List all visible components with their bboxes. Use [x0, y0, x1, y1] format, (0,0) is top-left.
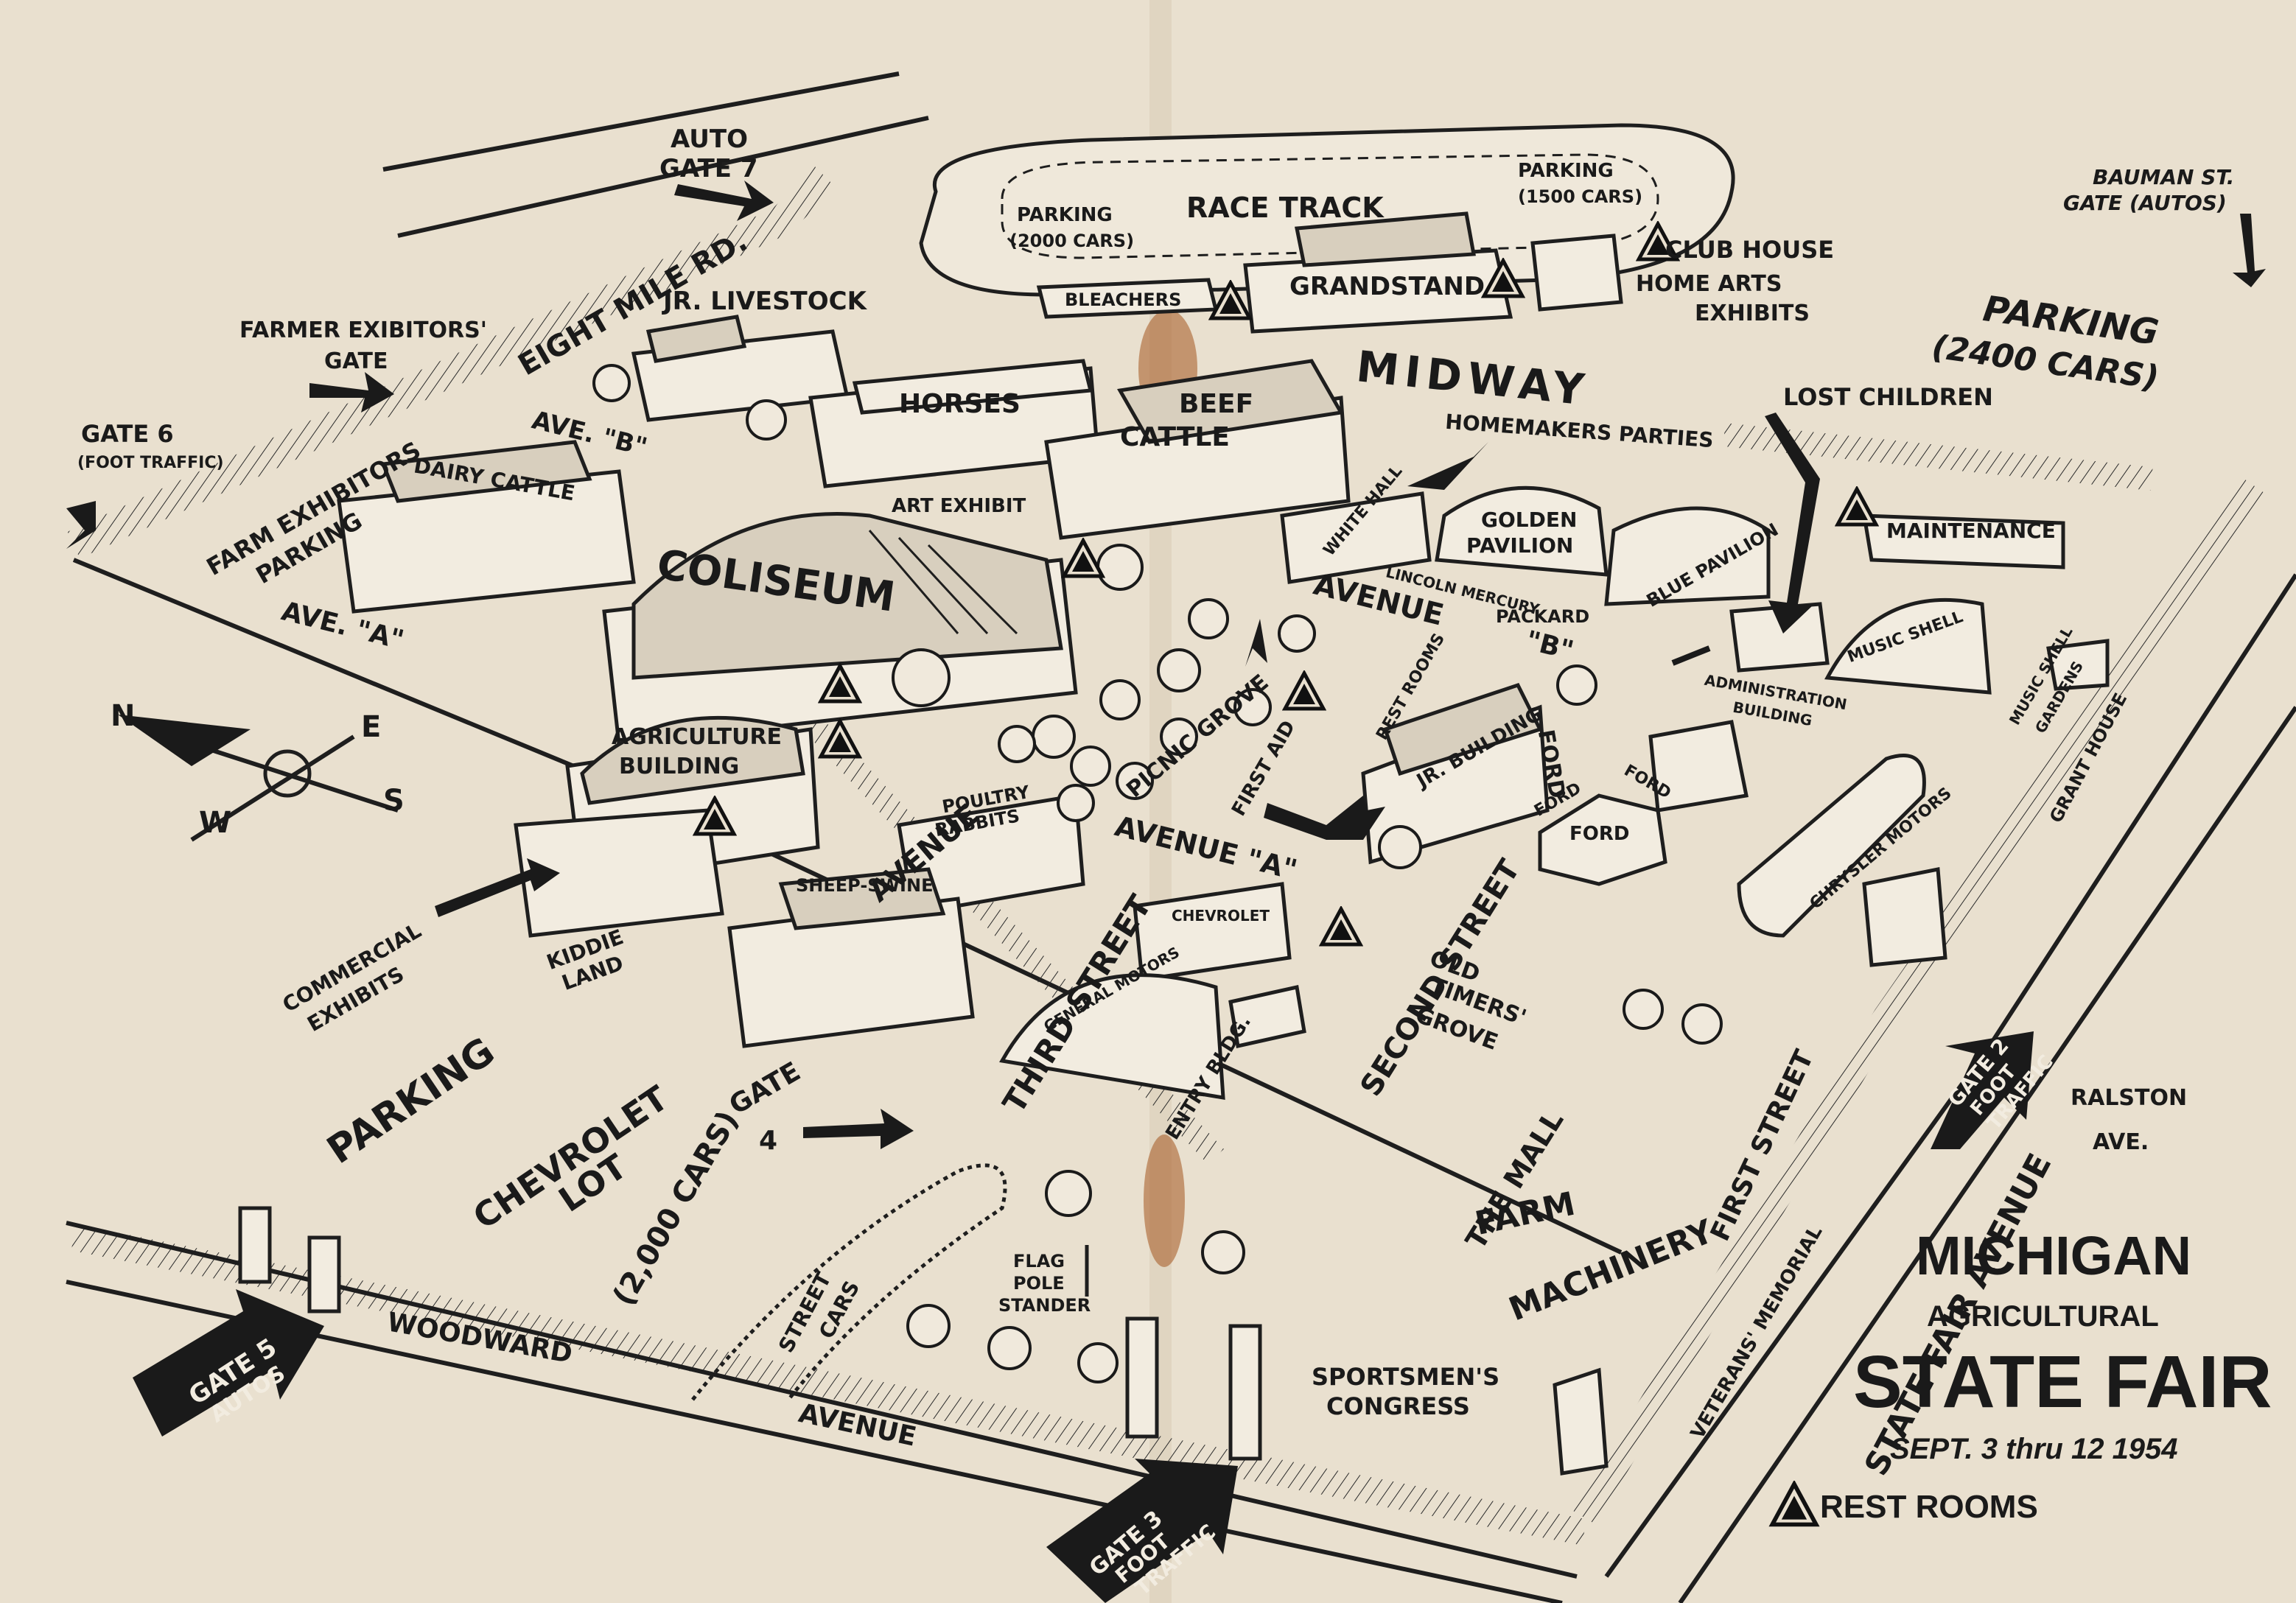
- veterans-memorial: [1553, 1367, 1609, 1476]
- exhibits-label: EXHIBITS: [1695, 301, 1810, 326]
- gate6-label: GATE 6: [81, 420, 174, 448]
- maintenance-label: MAINTENANCE: [1886, 519, 2056, 543]
- packard-label: PACKARD: [1496, 606, 1589, 627]
- dairy-cattle-building: [337, 440, 636, 614]
- parking-1500-label: PARKING: [1518, 160, 1614, 182]
- ford-annex-building: [1648, 720, 1749, 813]
- title-state-fair: STATE FAIR: [1853, 1341, 2272, 1423]
- gate-posts: [238, 1206, 1262, 1461]
- auto-gate7-label: AUTO: [671, 124, 748, 154]
- music-shell-building: [1729, 597, 1992, 695]
- general-motors-building: [999, 973, 1225, 1100]
- horses-label: HORSES: [899, 389, 1021, 419]
- arrows: [66, 180, 2266, 1149]
- sportsmen-sub: CONGRESS: [1326, 1392, 1470, 1420]
- title-michigan: MICHIGAN: [1916, 1225, 2191, 1286]
- stain-bottom: [1144, 1134, 1185, 1267]
- chrysler-building: [1737, 754, 1926, 938]
- gate5-arrow: GATE 5 AUTOS: [133, 1289, 324, 1437]
- title-agricultural: AGRICULTURAL: [1927, 1300, 2159, 1333]
- parking-2000-sub: (2000 CARS): [1009, 231, 1134, 251]
- chevrolet-bldg-label: CHEVROLET: [1172, 907, 1270, 925]
- maintenance-building: [1862, 513, 2065, 569]
- race-track-label: RACE TRACK: [1186, 192, 1385, 224]
- sheep-swine-building: [727, 867, 975, 1048]
- flag-pole-sub: POLE: [1013, 1273, 1065, 1294]
- home-arts-label: HOME ARTS: [1636, 271, 1782, 297]
- grandstand-label: GRANDSTAND: [1289, 272, 1485, 301]
- fence-east: [1572, 478, 2266, 1525]
- golden-pavilion-label: GOLDEN: [1481, 508, 1577, 532]
- compass: N E S W: [111, 699, 405, 842]
- race-track: [919, 123, 1735, 297]
- street-car-track: [691, 1163, 1007, 1401]
- ford-building: [1538, 793, 1667, 886]
- beef-cattle-building: [1044, 359, 1351, 540]
- title-dates: SEPT. 3 thru 12 1954: [1890, 1433, 2178, 1465]
- golden-pavilion-building: [1435, 485, 1609, 577]
- beef-label: BEEF: [1179, 389, 1253, 419]
- lost-children-label: LOST CHILDREN: [1783, 383, 1993, 411]
- coliseum-building: [602, 512, 1078, 746]
- grandstand-building: [1243, 211, 1513, 334]
- grant-house-building: [2046, 639, 2110, 691]
- parking-1500-sub: (1500 CARS): [1518, 186, 1642, 207]
- white-hall-building: [1280, 491, 1432, 584]
- compass-w: W: [199, 806, 231, 840]
- title-block: MICHIGAN AGRICULTURAL STATE FAIR SEPT. 3…: [1772, 1225, 2272, 1525]
- fence-parking: [1723, 423, 2153, 491]
- golden-pavilion-sub: PAVILION: [1466, 533, 1573, 558]
- bauman-gate-label-b: GATE (AUTOS): [2063, 191, 2227, 215]
- sportsmen-label: SPORTSMEN'S: [1312, 1363, 1499, 1391]
- horses-building: [808, 359, 1100, 488]
- flag-pole-sub2: STANDER: [998, 1295, 1091, 1316]
- gate6-sub: (FOOT TRAFFIC): [77, 454, 224, 472]
- sheep-swine-label: SHEEP-SWINE: [796, 875, 933, 896]
- fence-northwest: [67, 166, 836, 559]
- farmer-gate-label: FARMER EXIBITORS': [239, 318, 487, 343]
- jr-building: [1361, 682, 1550, 865]
- club-house-label: CLUB HOUSE: [1665, 236, 1834, 264]
- agriculture-label: AGRICULTURE: [612, 724, 782, 750]
- auto-gate7-label-b: GATE 7: [659, 154, 758, 183]
- cattle-label: CATTLE: [1120, 422, 1230, 452]
- compass-n: N: [111, 699, 135, 733]
- farm-house-building: [1862, 866, 1947, 967]
- bleachers-label: BLEACHERS: [1065, 290, 1181, 310]
- jr-livestock-building: [631, 315, 850, 422]
- trees: [592, 364, 1723, 1383]
- commercial-exhibits-building: [514, 808, 724, 938]
- compass-s: S: [383, 784, 405, 818]
- chevrolet-building: [1133, 882, 1292, 982]
- race-track-inner: [1001, 153, 1659, 259]
- gate4-num: 4: [759, 1126, 777, 1156]
- jr-livestock-label: JR. LIVESTOCK: [662, 287, 868, 316]
- legend-rest-rooms: REST ROOMS: [1820, 1489, 2038, 1525]
- ford-label: FORD: [1569, 823, 1629, 845]
- flag-pole-label: FLAG: [1013, 1251, 1065, 1271]
- eight-mile-road: [382, 71, 929, 238]
- agriculture-sub: BUILDING: [619, 754, 739, 779]
- art-exhibit-label: ART EXHIBIT: [892, 495, 1026, 517]
- farmer-gate-label-b: GATE: [324, 348, 388, 374]
- parking-2000-label: PARKING: [1017, 204, 1113, 226]
- compass-e: E: [361, 710, 381, 744]
- entry-building: [1228, 984, 1306, 1049]
- compass-arrow-icon: [118, 715, 251, 766]
- ralston-label: RALSTON: [2071, 1085, 2187, 1111]
- club-house-building: [1530, 234, 1623, 312]
- bauman-gate-label: BAUMAN ST.: [2093, 165, 2234, 189]
- ralston-ave-label: AVE.: [2093, 1129, 2149, 1155]
- blue-pavilion-building: [1604, 506, 1771, 606]
